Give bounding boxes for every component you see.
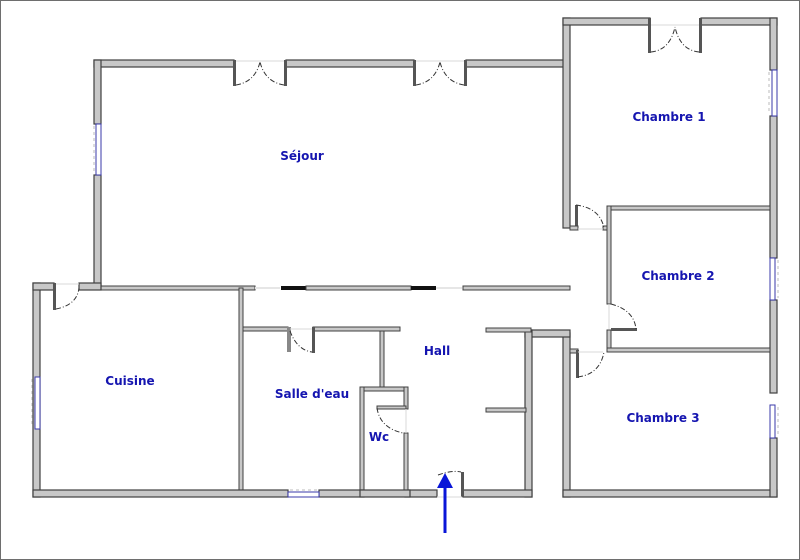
sejour-window [93,123,102,176]
cuisine-window [31,376,41,430]
entrance-arrow-icon [437,473,453,533]
room-label-chambre-2: Chambre 2 [641,269,715,283]
cuisine-door [53,283,80,310]
salle-eau-window [287,489,320,498]
salle-eau-walls [242,326,409,498]
entrance-door [437,470,464,498]
hall-walls [404,327,533,498]
salle-eau-door [287,327,315,353]
wc-door [376,407,407,434]
chambre2-door [608,303,637,331]
room-label-chambre-3: Chambre 3 [626,411,700,425]
room-label-cuisine: Cuisine [105,374,155,388]
sejour-bottom-wall [100,285,571,291]
room-label-wc: Wc [368,430,390,444]
room-label-chambre-1: Chambre 1 [632,110,706,124]
chambre3-window [769,404,779,439]
room-label-hall: Hall [423,344,451,358]
chambre2-window [769,257,779,301]
chambre3-walls [562,332,778,498]
cuisine-walls [32,282,289,498]
room-label-sejour: Séjour [280,149,324,163]
room-label-salle-eau: Salle d'eau [274,387,350,401]
chambre1-double-door [648,18,702,53]
sejour-walls [93,17,571,288]
sejour-double-door-1 [233,60,287,86]
chambre1-door [569,204,610,231]
chambre3-door [569,348,605,378]
sejour-double-door-2 [413,60,467,86]
wc-walls [359,386,411,498]
chambre2-walls [606,205,778,394]
chambre1-walls [562,17,778,259]
chambre1-window [768,69,778,117]
